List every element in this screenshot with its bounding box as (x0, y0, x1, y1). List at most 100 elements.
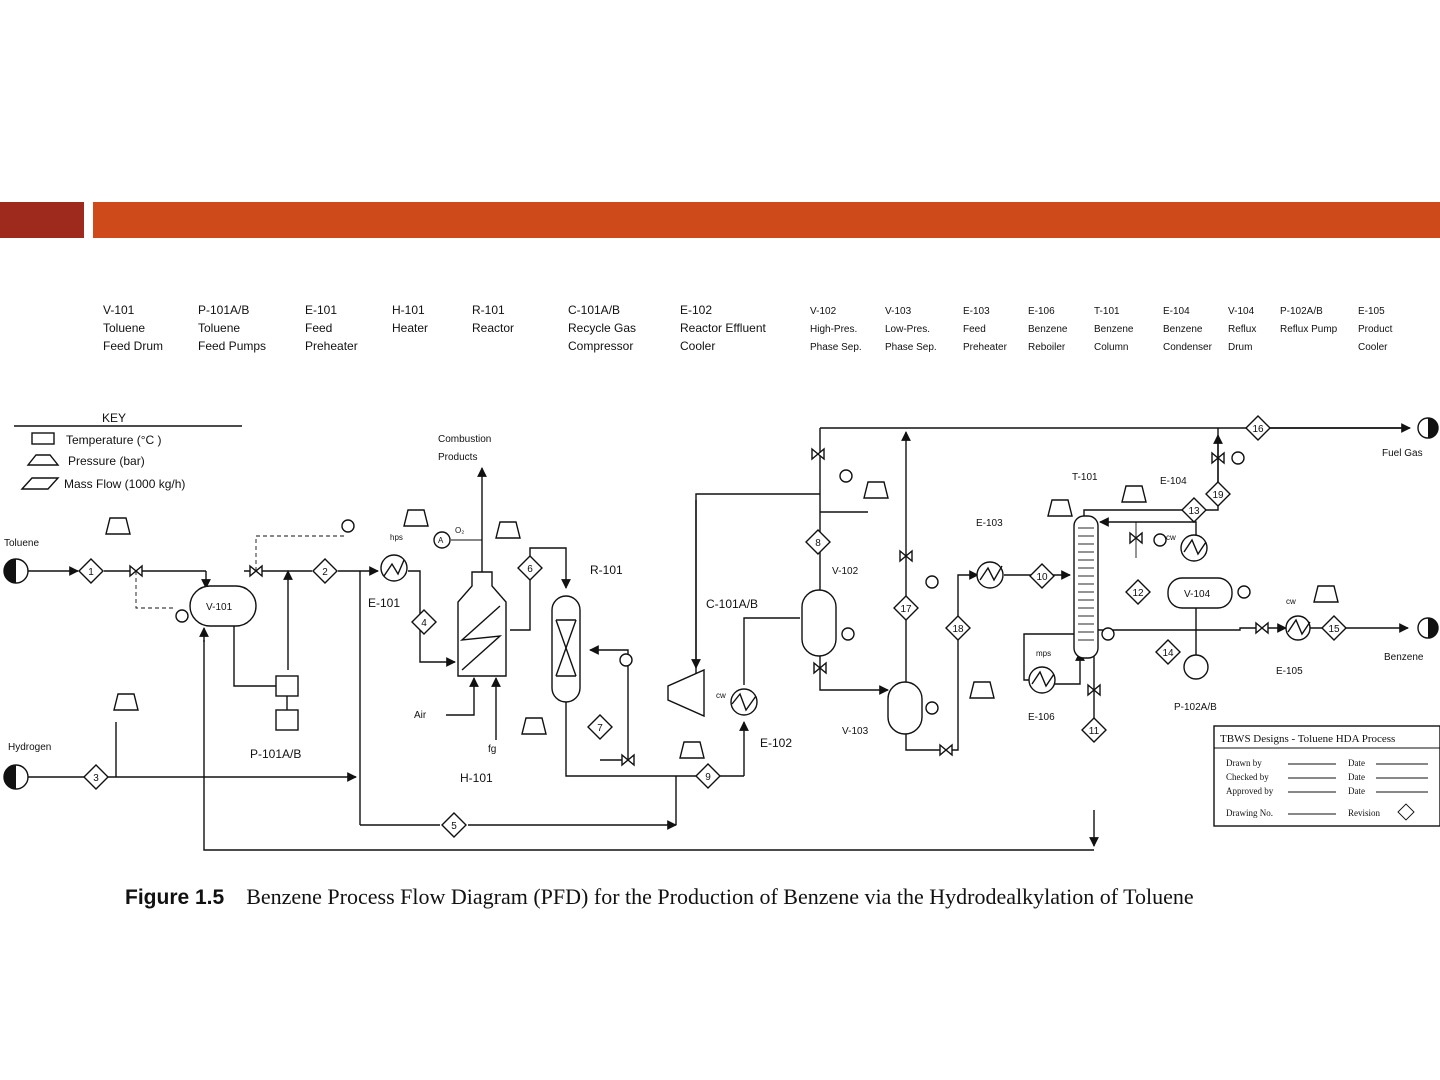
key-pressure: Pressure (bar) (68, 454, 145, 468)
stream-number-14: 14 (1162, 648, 1174, 659)
p102-label: P-102A/B (1174, 702, 1217, 713)
c101-compressor (667, 668, 705, 718)
controller-icon (1237, 585, 1251, 599)
controller-icon (841, 627, 855, 641)
stream-number-8: 8 (815, 538, 821, 549)
o2-label: O₂ (455, 526, 464, 535)
legend-e-104-tag: E-104 (1163, 306, 1190, 317)
legend-h-101-line1: Heater (392, 321, 428, 335)
controller-icon (175, 609, 189, 623)
drawn-by: Drawn by (1226, 758, 1262, 768)
legend-c-101a/b-line1: Recycle Gas (568, 321, 636, 335)
revision: Revision (1348, 808, 1381, 818)
legend-e-106-line1: Benzene (1028, 324, 1068, 335)
legend-t-101-tag: T-101 (1094, 306, 1120, 317)
controller-icon (839, 469, 853, 483)
key-title: KEY (102, 411, 126, 425)
stream-18: 18 (945, 615, 971, 641)
stream-5: 5 (441, 812, 467, 838)
legend-e-105-line1: Product (1358, 324, 1393, 335)
valve-icon (899, 549, 913, 563)
h101-label: H-101 (460, 771, 493, 785)
legend-v-104-line1: Reflux (1228, 324, 1256, 335)
valve-icon (1211, 451, 1225, 465)
controller-icon (925, 701, 939, 715)
e102-label: E-102 (760, 736, 792, 750)
benzene-label: Benzene (1384, 652, 1424, 663)
mps-label: mps (1036, 649, 1051, 658)
o2-analyzer (433, 531, 451, 549)
stream-8: 8 (805, 529, 831, 555)
stream-6: 6 (517, 555, 543, 581)
controller-icon (1231, 451, 1245, 465)
stream-number-13: 13 (1188, 506, 1200, 517)
instrument-flag-icon (495, 521, 521, 539)
e103-preheater (976, 561, 1004, 589)
stream-11: 11 (1081, 717, 1107, 743)
p101-pump-a (275, 675, 299, 697)
instrument-flag-icon (1047, 499, 1073, 517)
date-2: Date (1348, 772, 1365, 782)
legend-c-101a/b-line2: Compressor (568, 339, 633, 353)
legend-e-106-tag: E-106 (1028, 306, 1055, 317)
header-bar-left (0, 202, 84, 238)
stream-7: 7 (587, 714, 613, 740)
legend-p-101a/b-line1: Toluene (198, 321, 240, 335)
stream-number-11: 11 (1089, 726, 1100, 737)
valve-icon (1129, 531, 1143, 545)
legend-p-101a/b-line2: Feed Pumps (198, 339, 266, 353)
legend-v-102-line2: Phase Sep. (810, 342, 862, 353)
stream-10: 10 (1029, 563, 1055, 589)
stream-number-4: 4 (421, 618, 427, 629)
legend-v-101-tag: V-101 (103, 303, 135, 317)
controller-icon (341, 519, 355, 533)
p102-pump (1183, 654, 1209, 680)
e103-label: E-103 (976, 518, 1003, 529)
stream-number-12: 12 (1132, 588, 1144, 599)
legend-r-101-line1: Reactor (472, 321, 514, 335)
checked-by: Checked by (1226, 772, 1269, 782)
header-bar-right (93, 202, 1440, 238)
stream-number-5: 5 (451, 821, 457, 832)
legend-v-104-tag: V-104 (1228, 306, 1255, 317)
cw-label-e104: cw (1166, 533, 1176, 542)
approved-by: Approved by (1226, 786, 1274, 796)
legend-e-102-tag: E-102 (680, 303, 712, 317)
stream-number-19: 19 (1212, 490, 1224, 501)
stream-15: 15 (1321, 615, 1347, 641)
figure-text: Benzene Process Flow Diagram (PFD) for t… (246, 884, 1194, 909)
instrument-flag-icon (1121, 485, 1147, 503)
title-block: TBWS Designs - Toluene HDA Process Drawn… (1213, 725, 1440, 827)
valve-icon (939, 743, 953, 757)
stream-19: 19 (1205, 481, 1231, 507)
title-block-title: TBWS Designs - Toluene HDA Process (1220, 733, 1395, 745)
v102-label: V-102 (832, 566, 859, 577)
controller-icon (1101, 627, 1115, 641)
legend-p-102a/b-tag: P-102A/B (1280, 306, 1323, 317)
stream-1: 1 (78, 558, 104, 584)
legend-e-105-line2: Cooler (1358, 342, 1388, 353)
v104-label: V-104 (1184, 589, 1211, 600)
p101-pump-b (275, 709, 299, 731)
legend-v-103-line2: Phase Sep. (885, 342, 937, 353)
figure-label: Figure 1.5 (125, 886, 225, 909)
key-mass-flow: Mass Flow (1000 kg/h) (64, 477, 185, 491)
t101-label: T-101 (1072, 472, 1098, 483)
stream-2: 2 (312, 558, 338, 584)
stream-number-10: 10 (1036, 572, 1048, 583)
air-label: Air (414, 710, 427, 721)
e105-cooler (1285, 615, 1311, 641)
stream-number-17: 17 (900, 604, 912, 615)
fuel-gas-label: Fuel Gas (1382, 448, 1423, 459)
v101-label: V-101 (206, 602, 233, 613)
v101-drum (189, 585, 257, 627)
valves (105, 447, 1339, 767)
date-3: Date (1348, 786, 1365, 796)
figure-caption: Figure 1.5 Benzene Process Flow Diagram (… (125, 884, 1194, 910)
stream-number-3: 3 (93, 773, 99, 784)
stream-number-16: 16 (1252, 424, 1264, 435)
stream-14: 14 (1155, 639, 1181, 665)
instrument-flag-icon (1313, 585, 1339, 603)
